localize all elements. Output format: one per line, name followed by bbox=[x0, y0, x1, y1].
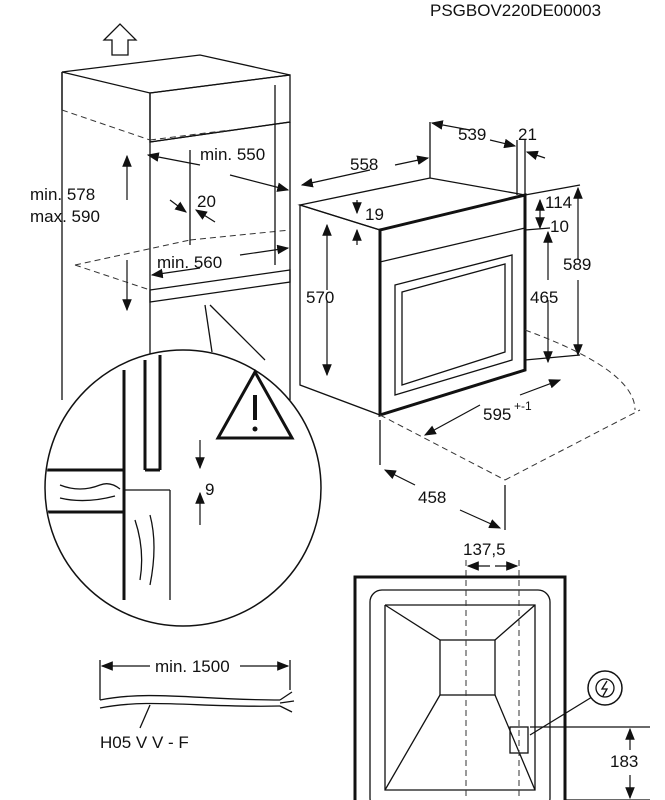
oven-door-depth-label: 458 bbox=[418, 488, 446, 507]
cabinet-height-max-label: max. 590 bbox=[30, 207, 100, 226]
document-code: PSGBOV220DE00003 bbox=[430, 1, 601, 20]
lift-arrow-icon bbox=[102, 23, 138, 56]
cable-length-label: min. 1500 bbox=[155, 657, 230, 676]
cable-type-label: H05 V V - F bbox=[100, 733, 189, 752]
oven-door-height-label: 465 bbox=[530, 288, 558, 307]
detail-magnifier bbox=[44, 304, 322, 627]
oven-back-view bbox=[353, 560, 650, 800]
oven-drawing bbox=[297, 120, 641, 530]
oven-body-height-label: 570 bbox=[306, 288, 334, 307]
oven-front-width-tolerance: +-1 bbox=[514, 399, 532, 413]
oven-depth-total-label: 558 bbox=[350, 155, 378, 174]
oven-front-width-label: 595 bbox=[483, 405, 511, 424]
back-offset-y-label: 183 bbox=[610, 752, 638, 771]
cabinet-depth-label: min. 560 bbox=[157, 253, 222, 272]
oven-front-thickness-label: 21 bbox=[518, 125, 537, 144]
power-cable bbox=[99, 660, 295, 729]
oven-top-offset-label: 19 bbox=[365, 205, 384, 224]
cabinet-gap-label: 20 bbox=[197, 192, 216, 211]
cabinet-drawing bbox=[61, 54, 291, 420]
oven-depth-body-label: 539 bbox=[458, 125, 486, 144]
back-offset-x-label: 137,5 bbox=[463, 540, 506, 559]
cabinet-height-min-label: min. 578 bbox=[30, 185, 95, 204]
electric-connection-icon bbox=[587, 670, 623, 706]
oven-panel-height-label: 114 bbox=[545, 193, 572, 212]
oven-front-height-label: 589 bbox=[563, 255, 591, 274]
cabinet-width-label: min. 550 bbox=[200, 145, 265, 164]
oven-panel-gap-label: 10 bbox=[550, 217, 569, 236]
clearance-label: 9 bbox=[205, 480, 214, 499]
